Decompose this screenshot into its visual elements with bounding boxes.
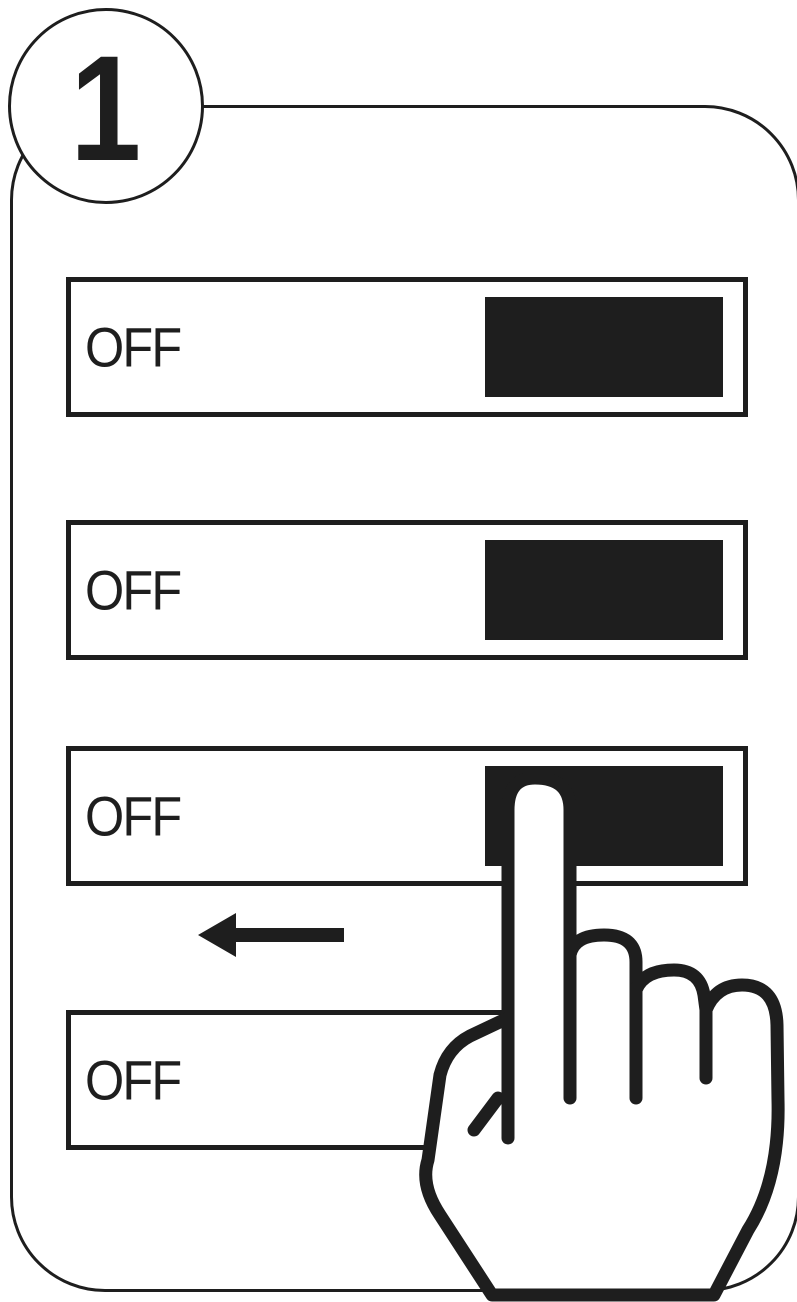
pointing-hand-icon xyxy=(0,0,797,1302)
